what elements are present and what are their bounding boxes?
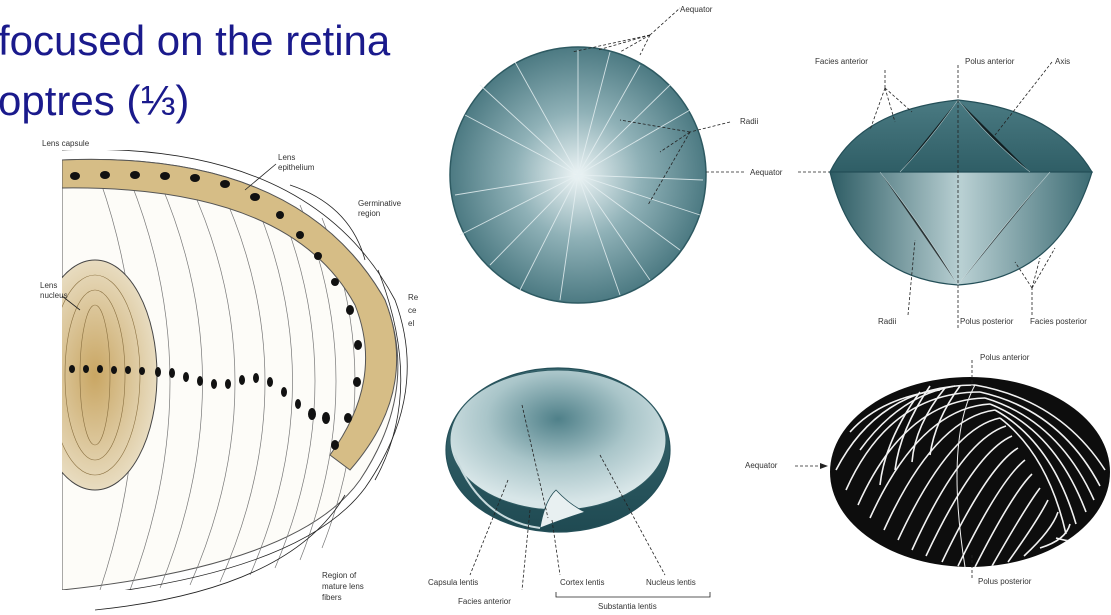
label-facies-posterior-side: Facies posterior <box>1030 317 1087 326</box>
label-germinative-2: region <box>358 209 380 218</box>
label-radii-anterior: Radii <box>740 117 758 126</box>
label-polus-posterior-side: Polus posterior <box>960 317 1014 326</box>
lens-side-anterior <box>830 100 1092 172</box>
label-mature-2: mature lens <box>322 582 364 591</box>
label-aequator-top: Aequator <box>680 5 713 14</box>
label-mature-3: fibers <box>322 593 342 602</box>
label-facies-anterior-cut: Facies anterior <box>458 597 511 606</box>
label-cut-2: ce <box>408 306 417 315</box>
lens-cut-view: Capsula lentis Cortex lentis Nucleus len… <box>428 368 710 611</box>
label-polus-anterior-side: Polus anterior <box>965 57 1015 66</box>
label-lens-capsule: Lens capsule <box>42 139 90 148</box>
lens-side-posterior <box>830 172 1092 285</box>
label-aequator-right: Aequator <box>750 168 783 177</box>
label-germinative-1: Germinative <box>358 199 402 208</box>
lens-cut-nucleus <box>450 370 666 510</box>
label-radii-side: Radii <box>878 317 896 326</box>
lens-side-view: Facies anterior Polus anterior Axis Radi… <box>815 57 1092 330</box>
label-polus-posterior-fiber: Polus posterior <box>978 577 1032 586</box>
label-facies-anterior-side: Facies anterior <box>815 57 868 66</box>
label-cut-3: el <box>408 319 414 328</box>
lens-fiber-view: Polus anterior Aequator Polus posterior <box>745 353 1110 586</box>
label-aequator-fiber: Aequator <box>745 461 778 470</box>
label-lens-nucleus-1: Lens <box>40 281 57 290</box>
lens-section-diagram: Lens capsule Lens epithelium Germinative… <box>33 139 419 610</box>
label-cut-1: Re <box>408 293 419 302</box>
label-polus-anterior-fiber: Polus anterior <box>980 353 1030 362</box>
label-substantia-lentis: Substantia lentis <box>598 602 657 611</box>
label-cortex-lentis: Cortex lentis <box>560 578 604 587</box>
lens-fiber-body <box>830 377 1110 567</box>
label-lens-epithelium-2: epithelium <box>278 163 315 172</box>
label-axis: Axis <box>1055 57 1070 66</box>
label-capsula-lentis: Capsula lentis <box>428 578 478 587</box>
label-mature-1: Region of <box>322 571 357 580</box>
label-nucleus-lentis: Nucleus lentis <box>646 578 696 587</box>
label-lens-epithelium-1: Lens <box>278 153 295 162</box>
label-lens-nucleus-2: nucleus <box>40 291 68 300</box>
lens-anterior-view: Aequator Radii Aequator <box>450 5 830 303</box>
